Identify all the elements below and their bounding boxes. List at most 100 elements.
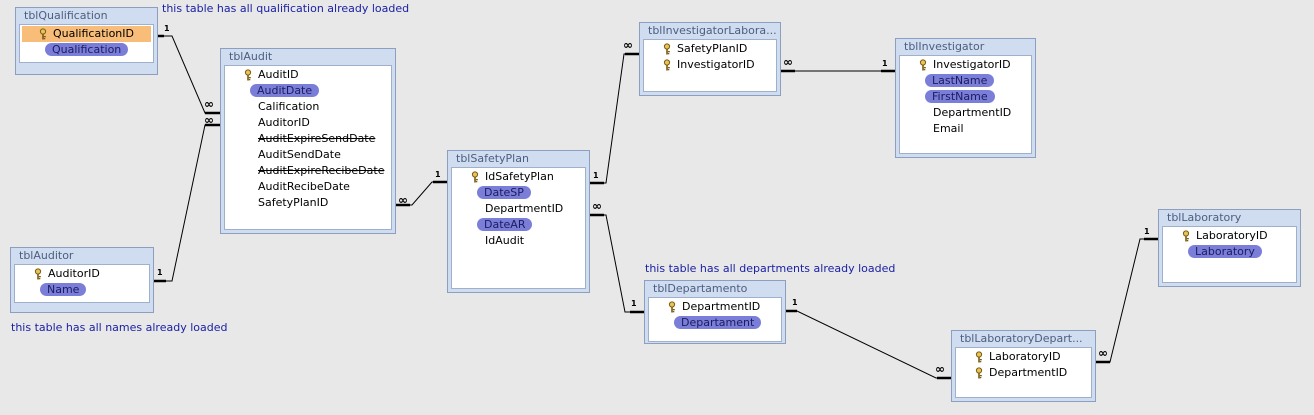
field-row[interactable]: Calification	[225, 99, 391, 115]
field-label: SafetyPlanID	[258, 196, 329, 209]
table-title[interactable]: tblInvestigatorLabora...	[648, 24, 777, 37]
cardinality-one-label: 1	[1144, 227, 1150, 236]
table-tbllaboratorydepartment[interactable]: tblLaboratoryDepart... LaboratoryID Depa…	[951, 330, 1096, 402]
field-row[interactable]: InvestigatorID	[900, 57, 1031, 73]
field-row[interactable]: SafetyPlanID	[225, 195, 391, 211]
table-title[interactable]: tblLaboratory	[1167, 211, 1242, 224]
field-row[interactable]: Laboratory	[1163, 244, 1296, 260]
field-label: LastName	[925, 74, 995, 87]
primary-key-icon	[39, 28, 47, 40]
field-row[interactable]: DateAR	[452, 217, 585, 233]
field-row[interactable]: Departament	[649, 315, 781, 331]
field-label: FirstName	[925, 90, 995, 103]
field-list: LaboratoryID Laboratory	[1162, 226, 1297, 283]
field-row[interactable]: LaboratoryID	[956, 349, 1091, 365]
field-row[interactable]: QualificationID	[22, 26, 151, 42]
cardinality-many-label: ∞	[398, 193, 408, 207]
cardinality-many-label: ∞	[592, 199, 602, 213]
field-row[interactable]: AuditExpireSendDate	[225, 131, 391, 147]
primary-key-icon	[668, 301, 676, 313]
field-label: IdSafetyPlan	[485, 170, 554, 183]
field-row[interactable]: DepartmentID	[452, 201, 585, 217]
field-label: InvestigatorID	[677, 58, 755, 71]
field-list: DepartmentID Departament	[648, 297, 782, 342]
field-row[interactable]: Name	[15, 282, 149, 298]
field-row[interactable]: LastName	[900, 73, 1031, 89]
field-label: AuditSendDate	[258, 148, 341, 161]
cardinality-one-label: 1	[882, 59, 888, 68]
field-label: SafetyPlanID	[677, 42, 748, 55]
cardinality-many-label: ∞	[623, 38, 633, 52]
field-label: Name	[40, 283, 87, 296]
field-row[interactable]: SafetyPlanID	[644, 41, 776, 57]
field-label: InvestigatorID	[933, 58, 1011, 71]
field-row[interactable]: AuditDate	[225, 83, 391, 99]
field-list: AuditorID Name	[14, 264, 150, 303]
field-list: AuditID AuditDate Calification AuditorID…	[224, 65, 392, 230]
table-tbldepartamento[interactable]: tblDepartamento DepartmentID Departament	[644, 280, 786, 344]
field-row[interactable]: LaboratoryID	[1163, 228, 1296, 244]
field-row[interactable]: AuditorID	[225, 115, 391, 131]
field-row[interactable]: AuditorID	[15, 266, 149, 282]
table-tblqualification[interactable]: tblQualification QualificationID Qualifi…	[15, 7, 158, 75]
field-label: AuditorID	[258, 116, 310, 129]
primary-key-icon	[975, 351, 983, 363]
departamento-note: this table has all departments already l…	[645, 262, 896, 275]
field-row[interactable]: DepartmentID	[900, 105, 1031, 121]
field-row[interactable]: FirstName	[900, 89, 1031, 105]
field-label: QualificationID	[53, 27, 134, 40]
field-row[interactable]: IdAudit	[452, 233, 585, 249]
field-label: IdAudit	[485, 234, 525, 247]
primary-key-icon	[34, 268, 42, 280]
table-tblinvestigator[interactable]: tblInvestigator InvestigatorID LastName …	[895, 38, 1036, 158]
field-list: InvestigatorID LastName FirstName Depart…	[899, 55, 1032, 154]
table-tblinvestigatorlaboratory[interactable]: tblInvestigatorLabora... SafetyPlanID In…	[639, 22, 781, 96]
field-row[interactable]: InvestigatorID	[644, 57, 776, 73]
field-row[interactable]: DateSP	[452, 185, 585, 201]
field-row[interactable]: AuditExpireRecibeDate	[225, 163, 391, 179]
cardinality-one-label: 1	[593, 171, 599, 180]
field-row[interactable]: Email	[900, 121, 1031, 137]
primary-key-icon	[975, 367, 983, 379]
table-tblsafetyplan[interactable]: tblSafetyPlan IdSafetyPlan DateSP Depart…	[447, 150, 590, 293]
table-title[interactable]: tblAudit	[229, 50, 273, 63]
field-label: DepartmentID	[933, 106, 1012, 119]
field-label: LaboratoryID	[1196, 229, 1268, 242]
field-row[interactable]: Qualification	[20, 42, 153, 58]
cardinality-many-label: ∞	[935, 362, 945, 376]
cardinality-one-label: 1	[631, 299, 637, 308]
table-title[interactable]: tblSafetyPlan	[456, 152, 529, 165]
field-label: Calification	[258, 100, 320, 113]
field-row[interactable]: AuditID	[225, 67, 391, 83]
field-label: LaboratoryID	[989, 350, 1061, 363]
field-label: AuditExpireRecibeDate	[258, 164, 385, 177]
field-row[interactable]: AuditRecibeDate	[225, 179, 391, 195]
field-label: Qualification	[45, 43, 129, 56]
table-title[interactable]: tblLaboratoryDepart...	[960, 332, 1083, 345]
field-row[interactable]: AuditSendDate	[225, 147, 391, 163]
field-label: DepartmentID	[989, 366, 1068, 379]
field-list: IdSafetyPlan DateSP DepartmentID DateAR …	[451, 167, 586, 289]
auditor-note: this table has all names already loaded	[11, 321, 228, 334]
cardinality-many-label: ∞	[204, 113, 214, 127]
field-row[interactable]: IdSafetyPlan	[452, 169, 585, 185]
table-tblauditor[interactable]: tblAuditor AuditorID Name	[10, 247, 154, 313]
table-title[interactable]: tblDepartamento	[653, 282, 748, 295]
table-tbllaboratory[interactable]: tblLaboratory LaboratoryID Laboratory	[1158, 209, 1301, 287]
table-title[interactable]: tblQualification	[24, 9, 108, 22]
table-title[interactable]: tblAuditor	[19, 249, 74, 262]
cardinality-one-label: 1	[792, 298, 798, 307]
field-row[interactable]: DepartmentID	[649, 299, 781, 315]
field-row[interactable]: DepartmentID	[956, 365, 1091, 381]
qualification-note: this table has all qualification already…	[162, 2, 410, 15]
primary-key-icon	[471, 171, 479, 183]
cardinality-one-label: 1	[435, 170, 441, 179]
field-label: DepartmentID	[485, 202, 564, 215]
table-tblaudit[interactable]: tblAudit AuditID AuditDate Calification …	[220, 48, 396, 234]
table-title[interactable]: tblInvestigator	[904, 40, 985, 53]
cardinality-many-label: ∞	[204, 97, 214, 111]
primary-key-icon	[663, 59, 671, 71]
field-list: LaboratoryID DepartmentID	[955, 347, 1092, 398]
field-label: AuditRecibeDate	[258, 180, 350, 193]
